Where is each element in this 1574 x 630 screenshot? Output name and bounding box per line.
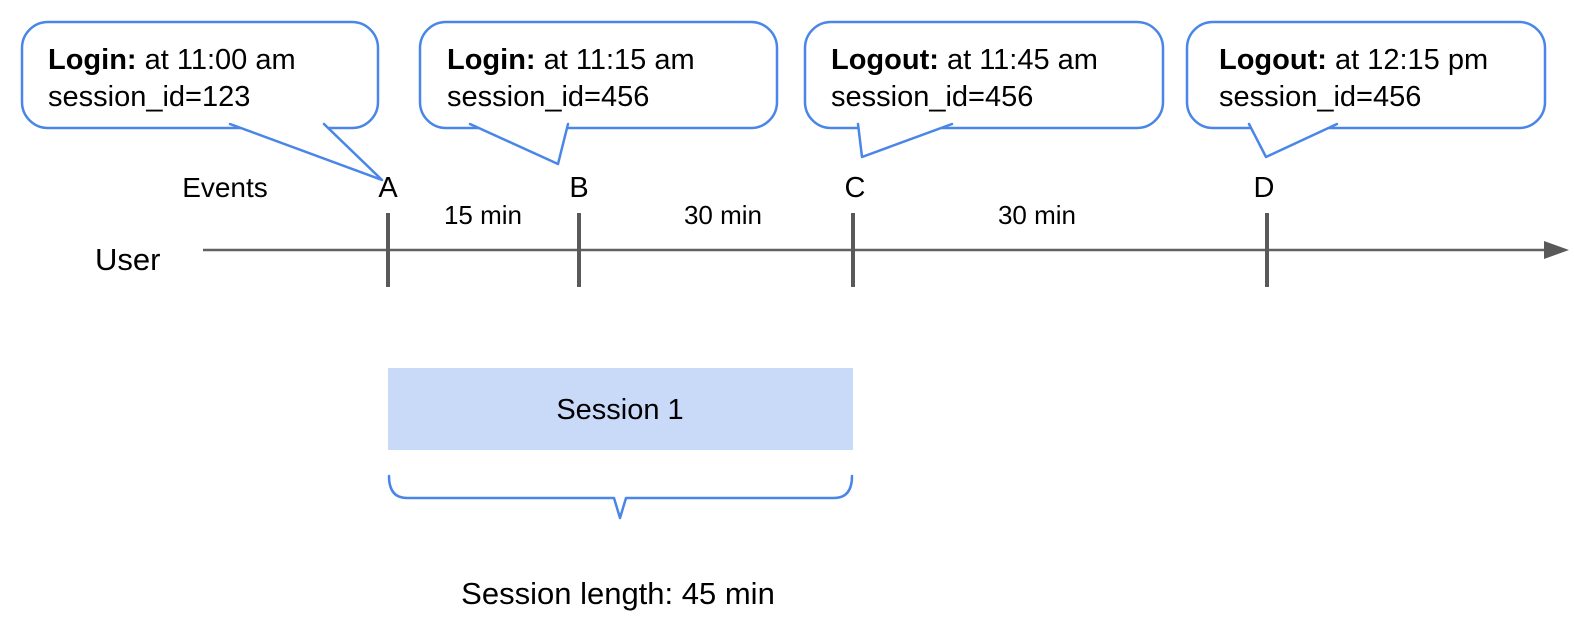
bubble-a-line1: Login: at 11:00 am — [48, 44, 296, 76]
events-caption: Events — [182, 172, 268, 203]
bubble-b-box — [418, 20, 779, 130]
bubble-d-session-id: session_id=456 — [1219, 81, 1421, 113]
interval-label-c-d: 30 min — [998, 200, 1076, 230]
bubble-d-action: Logout: — [1219, 44, 1327, 76]
bubble-c-tail-icon — [856, 122, 954, 159]
bubble-b-action: Login: — [447, 44, 536, 76]
event-letter-a: A — [378, 172, 398, 204]
session-length-label: Session length: 45 min — [461, 576, 775, 611]
session-block: Session 1 — [388, 368, 853, 450]
event-letter-d: D — [1254, 172, 1275, 204]
event-bubble-c: Logout: at 11:45 am session_id=456 — [803, 20, 1165, 159]
timeline-axis: User — [95, 213, 1569, 287]
session-box — [388, 368, 853, 450]
bubble-c-session-id: session_id=456 — [831, 81, 1033, 113]
interval-label-a-b: 15 min — [444, 200, 522, 230]
bubble-d-box — [1185, 20, 1547, 130]
event-letter-b: B — [569, 172, 588, 204]
bubble-c-line1: Logout: at 11:45 am — [831, 44, 1098, 76]
session-title: Session 1 — [556, 394, 683, 426]
bubble-b-tail-icon — [468, 122, 570, 166]
bubble-a-time: at 11:00 am — [137, 44, 296, 76]
bubble-c-time: at 11:45 am — [939, 44, 1098, 76]
bubble-b-time: at 11:15 am — [536, 44, 695, 76]
event-bubble-b: Login: at 11:15 am session_id=456 — [418, 20, 779, 166]
bubble-c-box — [803, 20, 1165, 130]
session-brace-icon — [387, 474, 854, 520]
event-letter-c: C — [845, 172, 866, 204]
bubble-b-line1: Login: at 11:15 am — [447, 44, 695, 76]
bubble-a-action: Login: — [48, 44, 137, 76]
bubble-c-action: Logout: — [831, 44, 939, 76]
user-axis-label: User — [95, 242, 160, 277]
bubble-d-time: at 12:15 pm — [1327, 44, 1488, 76]
event-bubble-d: Logout: at 12:15 pm session_id=456 — [1185, 20, 1547, 159]
interval-label-b-c: 30 min — [684, 200, 762, 230]
bubble-a-tail-icon — [228, 122, 384, 182]
bubble-d-tail-icon — [1247, 122, 1339, 159]
bubble-a-box — [20, 20, 380, 130]
event-bubble-a: Login: at 11:00 am session_id=123 — [20, 20, 384, 182]
bubble-b-session-id: session_id=456 — [447, 81, 649, 113]
arrowhead-icon — [1544, 241, 1569, 259]
bubble-a-session-id: session_id=123 — [48, 81, 250, 113]
bubble-d-line1: Logout: at 12:15 pm — [1219, 44, 1488, 76]
